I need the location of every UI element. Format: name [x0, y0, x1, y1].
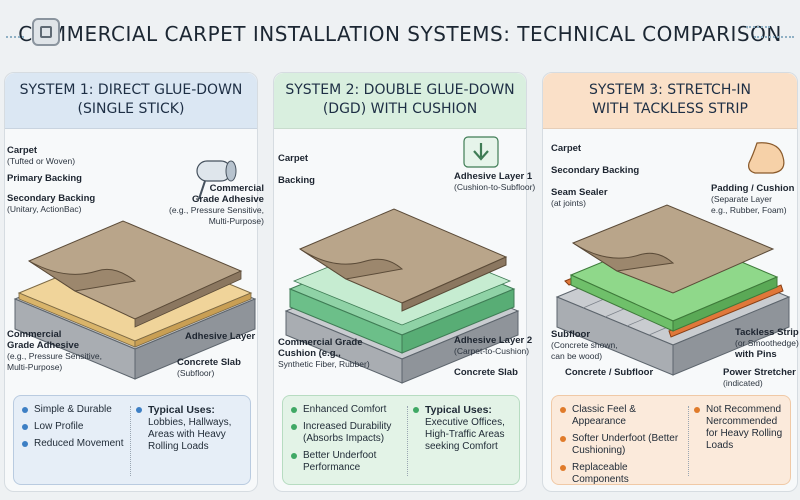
system-2-diagram: Carpet Backing Adhesive Layer 1(Cushion-…: [274, 131, 535, 399]
system-2-subtitle: (DGD) WITH CUSHION: [322, 101, 478, 117]
system-2-footer: Enhanced Comfort Increased Durability (A…: [282, 395, 520, 485]
bullet-icon: [291, 407, 297, 413]
footer-divider: [407, 406, 408, 476]
label-tackless-strip: Tackless Strip(or Smoothedge)with Pins: [735, 327, 799, 360]
label-concrete-subfloor: Concrete / Subfloor: [565, 367, 654, 378]
benefit-item: Classic Feel & Appearance: [560, 404, 682, 428]
bullet-icon: [291, 453, 297, 459]
footer-divider: [688, 406, 689, 476]
label-backing: Backing: [278, 175, 315, 186]
down-arrow-box-icon: [463, 136, 499, 168]
benefit-item: Low Profile: [22, 421, 128, 433]
bullet-icon: [22, 424, 28, 430]
typical-uses: Typical Uses:Lobbies, Hallways, Areas wi…: [136, 404, 246, 453]
system-1-header: SYSTEM 1: DIRECT GLUE-DOWN (SINGLE STICK…: [5, 73, 257, 129]
system-1-uses: Typical Uses:Lobbies, Hallways, Areas wi…: [136, 404, 246, 458]
system-3-title: SYSTEM 3: STRETCH-IN: [588, 82, 752, 98]
label-seam-sealer: Seam Sealer(at joints): [551, 187, 608, 208]
bullet-icon: [560, 407, 566, 413]
decorative-dots-right-2: [746, 26, 770, 28]
concrete-slab-right: [134, 298, 256, 380]
label-adhesive-layer-1: Adhesive Layer 1(Cushion-to-Subfloor): [454, 171, 536, 192]
bullet-icon: [291, 424, 297, 430]
system-1-benefits: Simple & Durable Low Profile Reduced Mov…: [22, 404, 128, 455]
decorative-dots-left: [6, 36, 24, 38]
bullet-icon: [694, 407, 700, 413]
footer-divider: [130, 406, 131, 476]
benefit-item: Softer Underfoot (Better Cushioning): [560, 433, 682, 457]
building-logo-icon: [32, 18, 60, 46]
system-1-title: SYSTEM 1: DIRECT GLUE-DOWN: [19, 82, 243, 98]
bullet-icon: [413, 407, 419, 413]
system-3-footer: Classic Feel & Appearance Softer Underfo…: [551, 395, 791, 485]
carpet-front: [134, 270, 242, 328]
foot-icon: [748, 142, 785, 174]
label-subfloor: Subfloor(Concrete shown,can be wood): [551, 329, 618, 361]
benefit-item: Reduced Movement: [22, 438, 128, 450]
system-2-header: SYSTEM 2: DOUBLE GLUE-DOWN (DGD) WITH CU…: [274, 73, 526, 129]
label-primary-backing: Primary Backing: [7, 173, 82, 184]
adhesive-layer-right: [134, 292, 252, 348]
label-carpet: Carpet: [278, 153, 309, 164]
glue-roller-icon: [196, 160, 237, 200]
system-3-subtitle: WITH TACKLESS STRIP: [592, 101, 748, 117]
system-2-layer-illustration: [284, 136, 520, 384]
page-title: COMMERCIAL CARPET INSTALLATION SYSTEMS: …: [18, 22, 782, 46]
bullet-icon: [560, 436, 566, 442]
label-adhesive-layer: Adhesive Layer: [185, 331, 256, 342]
benefit-item: Enhanced Comfort: [291, 404, 403, 416]
label-secondary-backing: Secondary Backing(Unitary, ActionBac): [7, 193, 96, 214]
system-1-layer-illustration: [13, 160, 257, 380]
bullet-icon: [136, 407, 142, 413]
system-1-panel: SYSTEM 1: DIRECT GLUE-DOWN (SINGLE STICK…: [4, 72, 264, 492]
system-3-panel: SYSTEM 3: STRETCH-IN WITH TACKLESS STRIP: [542, 72, 799, 492]
bullet-icon: [560, 465, 566, 471]
system-3-layer-illustration: [555, 142, 791, 376]
system-3-benefits: Classic Feel & Appearance Softer Underfo…: [560, 404, 682, 491]
label-secondary-backing: Secondary Backing: [551, 165, 640, 176]
label-power-stretcher: Power Stretcher(indicated): [723, 367, 796, 388]
decorative-dots-right: [754, 36, 794, 38]
label-adhesive-layer-2: Adhesive Layer 2(Carpet-to-Cushion): [454, 335, 533, 356]
benefit-item: Replaceable Components: [560, 462, 682, 486]
system-2-panel: SYSTEM 2: DOUBLE GLUE-DOWN (DGD) WITH CU…: [273, 72, 535, 492]
benefit-item: Increased Durability (Absorbs Impacts): [291, 421, 403, 445]
bullet-icon: [22, 407, 28, 413]
system-3-header: SYSTEM 3: STRETCH-IN WITH TACKLESS STRIP: [543, 73, 797, 129]
system-1-diagram: Carpet(Tufted or Woven) Primary Backing …: [5, 131, 264, 399]
system-1-footer: Simple & Durable Low Profile Reduced Mov…: [13, 395, 251, 485]
title-bar: COMMERCIAL CARPET INSTALLATION SYSTEMS: …: [0, 12, 800, 56]
system-2-uses: Typical Uses:Executive Offices, High-Tra…: [413, 404, 517, 458]
carpet-peeled-edge: [28, 260, 137, 292]
typical-uses: Typical Uses:Executive Offices, High-Tra…: [413, 404, 517, 453]
label-concrete-slab: Concrete Slab(Subfloor): [177, 357, 241, 378]
label-carpet: Carpet: [551, 143, 582, 154]
bullet-icon: [22, 441, 28, 447]
benefit-item: Better Underfoot Performance: [291, 450, 403, 474]
benefit-item: Simple & Durable: [22, 404, 128, 416]
system-2-benefits: Enhanced Comfort Increased Durability (A…: [291, 404, 403, 479]
system-2-title: SYSTEM 2: DOUBLE GLUE-DOWN: [285, 82, 515, 98]
system-1-subtitle: (SINGLE STICK): [77, 101, 185, 117]
label-carpet: Carpet(Tufted or Woven): [7, 145, 76, 166]
label-concrete-slab: Concrete Slab: [454, 367, 518, 378]
system-3-diagram: Carpet Secondary Backing Seam Sealer(at …: [543, 131, 799, 399]
